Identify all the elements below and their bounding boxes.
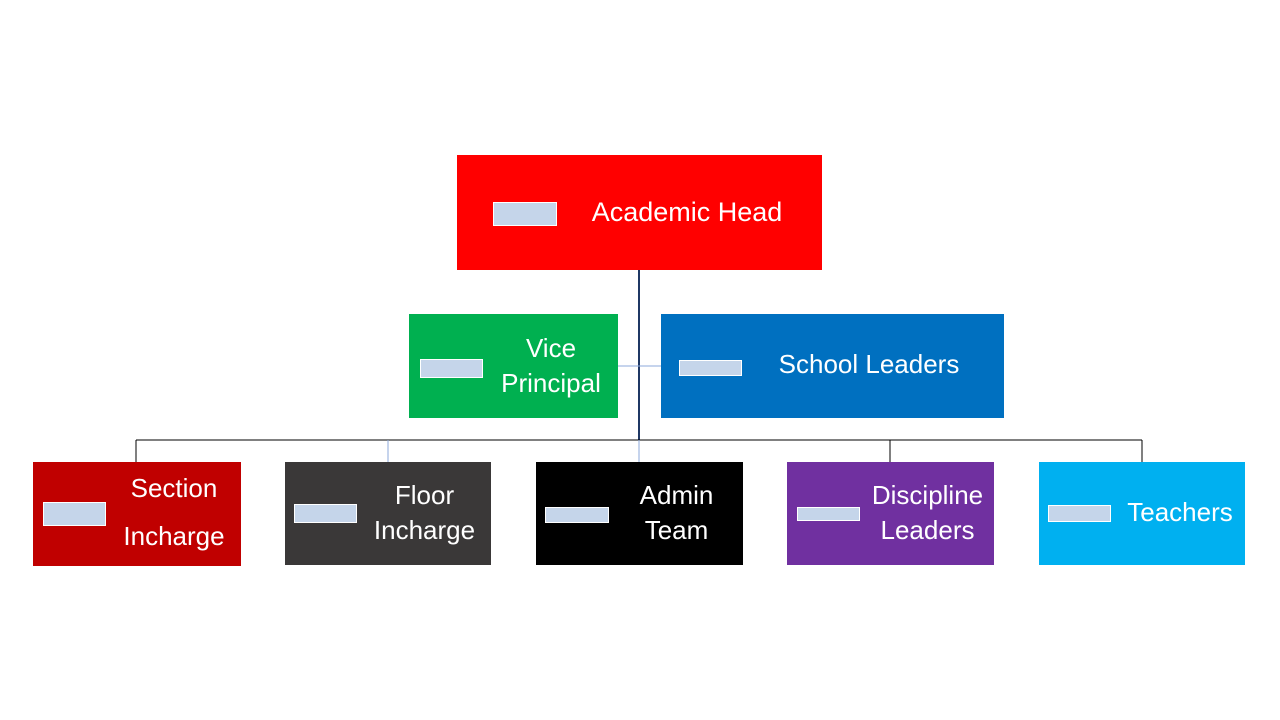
picture-placeholder xyxy=(1048,505,1111,522)
node-label-line2: Incharge xyxy=(373,515,476,545)
picture-placeholder xyxy=(493,202,557,226)
picture-placeholder xyxy=(43,502,106,526)
node-label: School Leaders xyxy=(778,349,960,379)
node-label-line2: Incharge xyxy=(123,521,225,551)
node-label-line1: Admin xyxy=(639,480,714,510)
node-admin-team: Admin Team xyxy=(536,462,743,565)
node-academic-head: Academic Head xyxy=(457,155,822,270)
node-floor-incharge: Floor Incharge xyxy=(285,462,491,565)
node-school-leaders: School Leaders xyxy=(661,314,1004,418)
node-label-line2: Leaders xyxy=(880,515,975,545)
node-label: Teachers xyxy=(1127,497,1233,527)
node-discipline-leaders: Discipline Leaders xyxy=(787,462,994,565)
node-label-line1: Floor xyxy=(394,480,455,510)
picture-placeholder xyxy=(420,359,483,378)
node-teachers: Teachers xyxy=(1039,462,1245,565)
picture-placeholder xyxy=(797,507,860,521)
node-label-line2: Team xyxy=(644,515,709,545)
node-label-line1: Discipline xyxy=(871,480,984,510)
node-vice-principal: Vice Principal xyxy=(409,314,618,418)
node-label: Academic Head xyxy=(591,197,783,227)
picture-placeholder xyxy=(545,507,609,523)
node-label-line2: Principal xyxy=(501,368,601,398)
node-label-line1: Section xyxy=(130,473,218,503)
picture-placeholder xyxy=(679,360,742,376)
node-label-line1: Vice xyxy=(525,333,577,363)
picture-placeholder xyxy=(294,504,357,523)
node-section-incharge: Section Incharge xyxy=(33,462,241,566)
